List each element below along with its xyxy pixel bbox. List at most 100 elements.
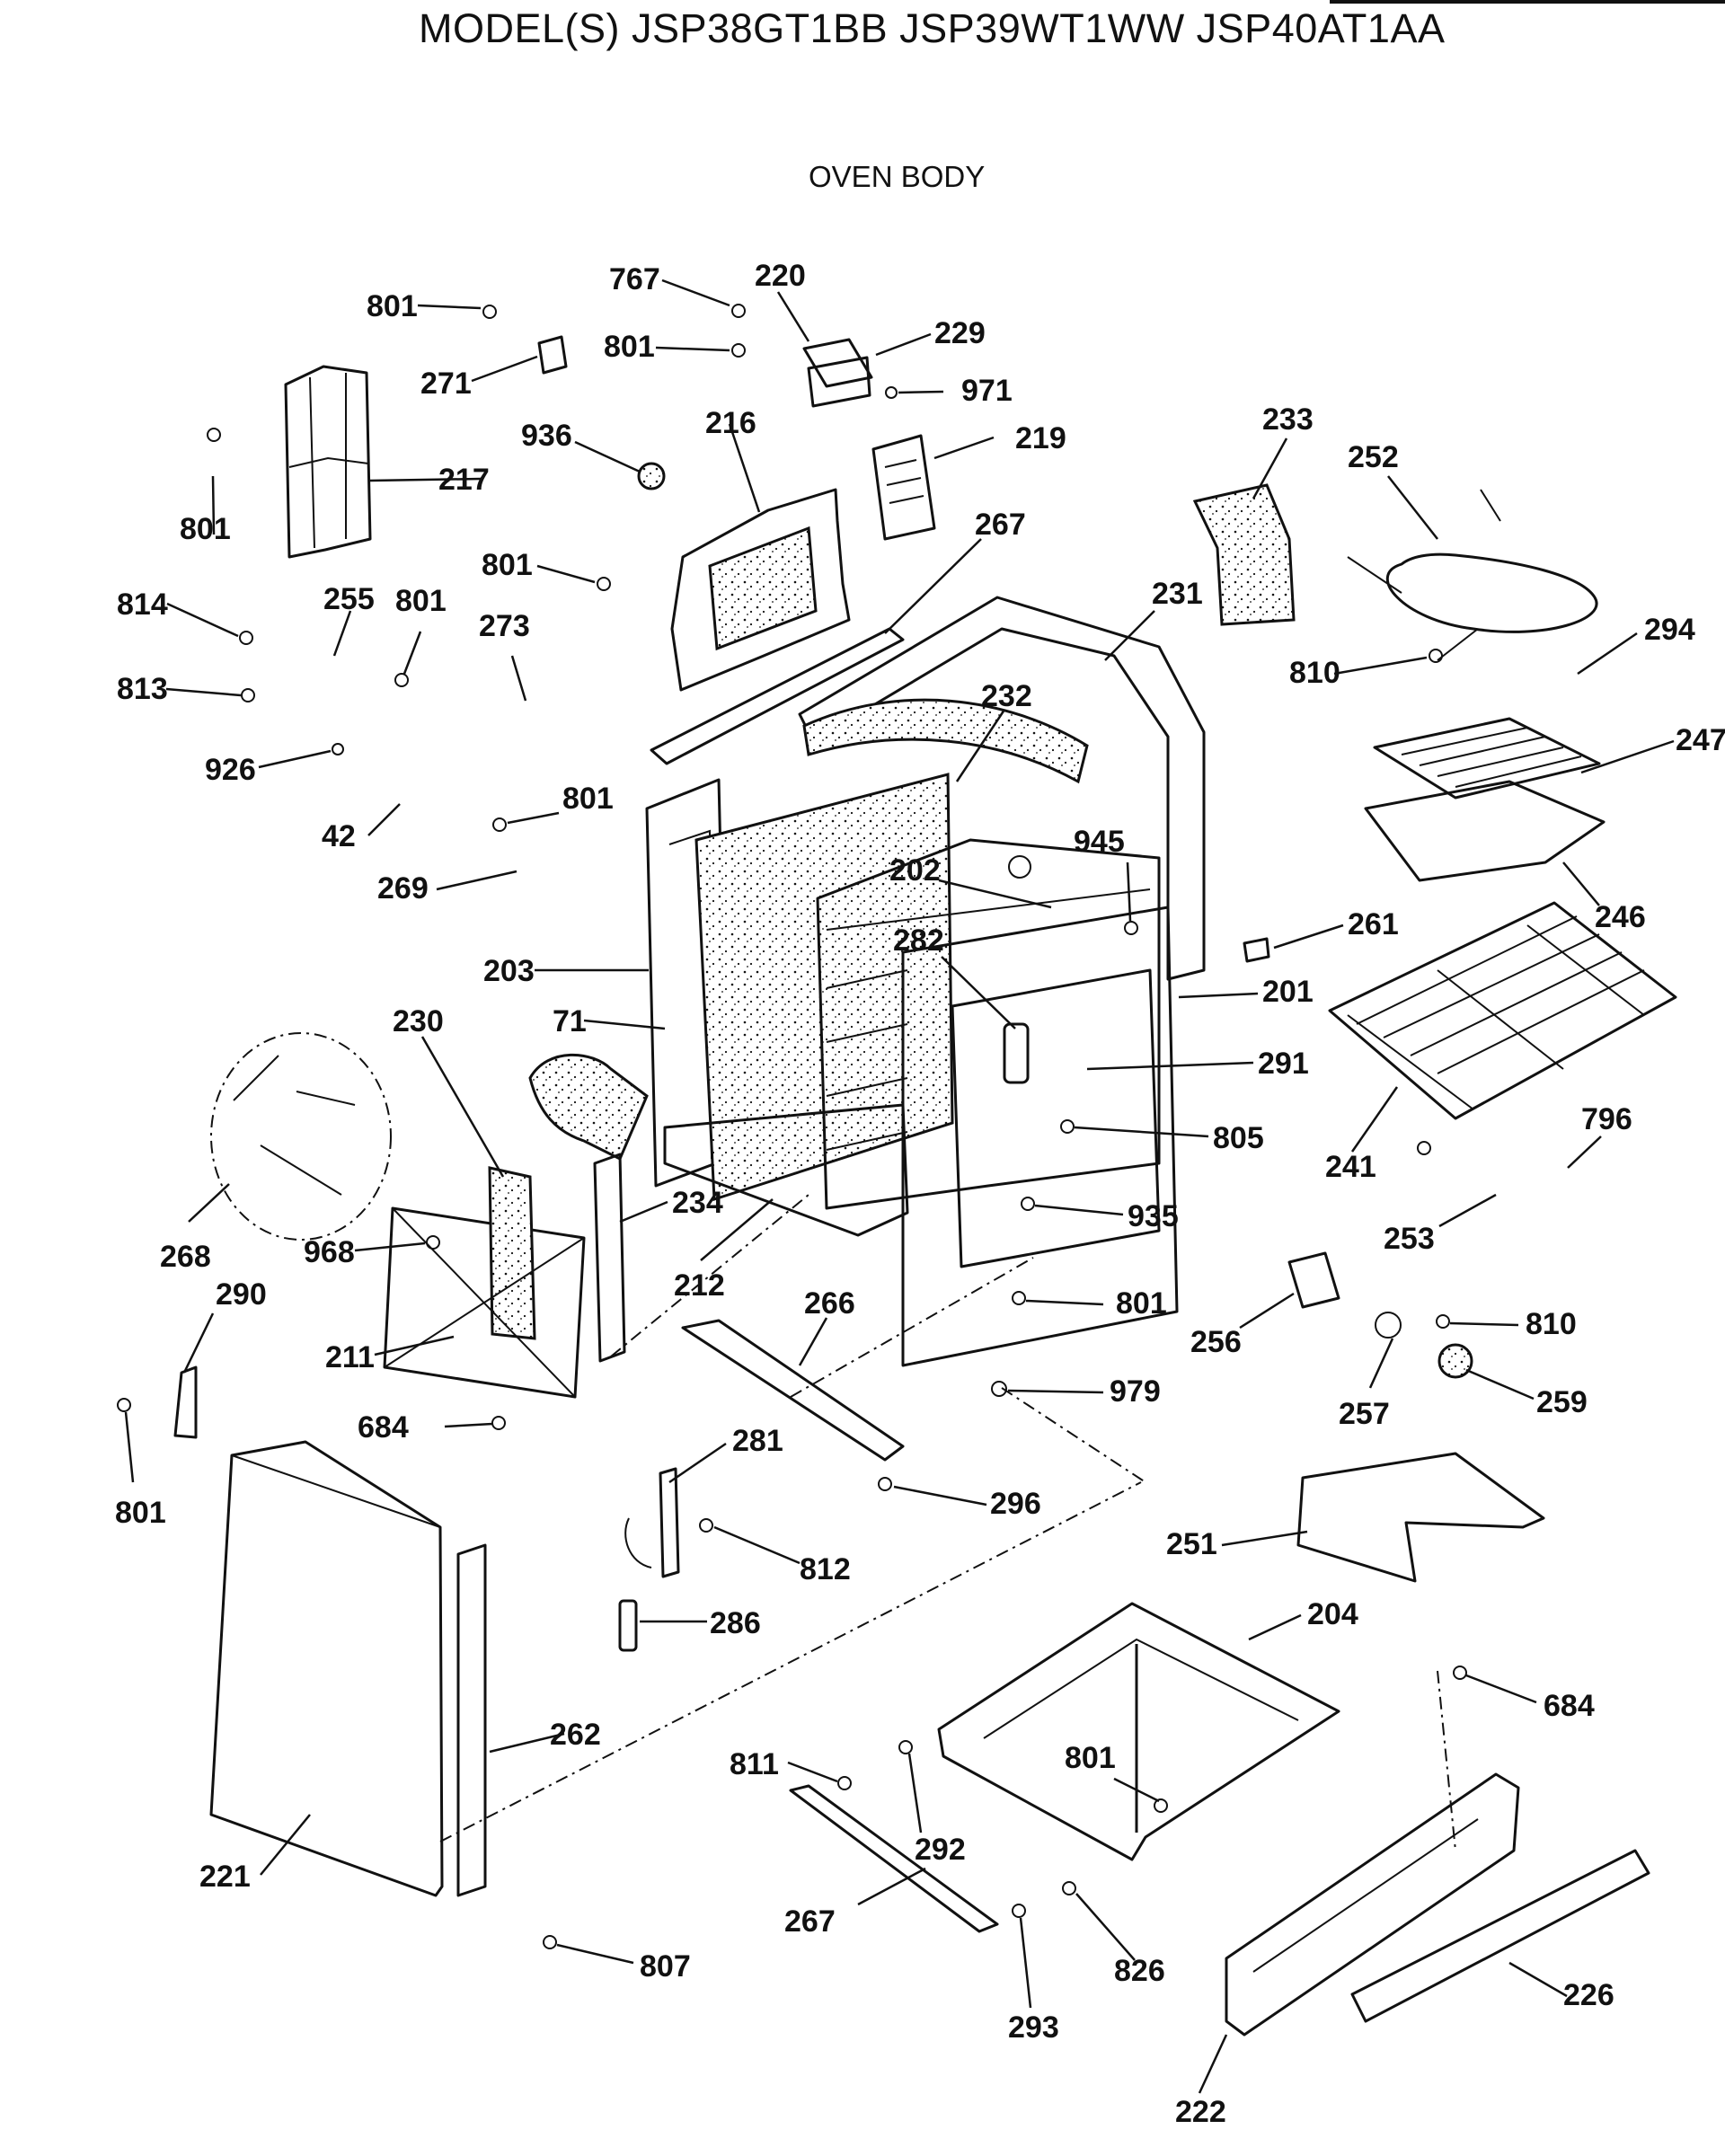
callout-201: 201: [1262, 975, 1314, 1009]
part-219-plate: [871, 434, 936, 541]
part-251-element: [1296, 1452, 1545, 1583]
callout-220: 220: [755, 259, 806, 293]
callout-266: 266: [804, 1286, 855, 1321]
callout-216: 216: [705, 406, 756, 440]
model-title: MODEL(S) JSP38GT1BB JSP39WT1WW JSP40AT1A…: [419, 5, 1446, 51]
callout-labels: 801 767 220 229 801 971 271 936 216 219 …: [115, 259, 1725, 2129]
callout-935: 935: [1128, 1199, 1179, 1233]
callout-801: 801: [604, 330, 655, 364]
part-271-plate: [537, 335, 568, 375]
callout-294: 294: [1644, 613, 1695, 647]
part-217-bracket: [284, 365, 372, 559]
callout-814: 814: [117, 588, 168, 622]
part-261-bulb: [1243, 937, 1270, 963]
callout-293: 293: [1008, 2010, 1059, 2045]
callout-801: 801: [367, 289, 418, 323]
callout-290: 290: [216, 1277, 267, 1312]
callout-222: 222: [1175, 2095, 1226, 2129]
callout-259: 259: [1536, 1385, 1588, 1419]
callout-813: 813: [117, 672, 168, 706]
callout-212: 212: [674, 1268, 725, 1303]
callout-810: 810: [1526, 1307, 1577, 1341]
callout-684: 684: [1544, 1689, 1595, 1723]
callout-71: 71: [553, 1004, 587, 1038]
part-936-grommet: [637, 462, 666, 490]
part-281-hinge: [618, 1467, 680, 1652]
part-220-229-bracket: [802, 338, 873, 408]
callout-229: 229: [934, 316, 986, 350]
callout-273: 273: [479, 609, 530, 643]
callout-767: 767: [609, 262, 660, 296]
callout-251: 251: [1166, 1527, 1217, 1561]
part-256-lamp-assembly: [1287, 1251, 1473, 1379]
part-231-wrapper: [798, 596, 1206, 981]
callout-234: 234: [672, 1186, 723, 1220]
callout-262: 262: [550, 1718, 601, 1752]
callout-217: 217: [438, 463, 490, 497]
callout-267: 267: [784, 1904, 836, 1939]
part-266-rail: [681, 1319, 905, 1462]
callout-230: 230: [393, 1004, 444, 1038]
callout-282: 282: [893, 923, 944, 958]
callout-261: 261: [1348, 907, 1399, 941]
callout-968: 968: [304, 1235, 355, 1269]
callout-203: 203: [483, 954, 535, 988]
callout-246: 246: [1595, 900, 1646, 934]
header-rule: [1330, 0, 1725, 4]
callout-684: 684: [358, 1410, 409, 1445]
part-282-socket: [1003, 1022, 1030, 1084]
callout-286: 286: [710, 1606, 761, 1640]
callout-271: 271: [420, 367, 472, 401]
part-204-drawer: [937, 1602, 1340, 1861]
callout-801: 801: [115, 1496, 166, 1530]
part-267-upper-rail: [650, 627, 905, 765]
section-title: OVEN BODY: [809, 160, 986, 193]
part-234-channel: [528, 1053, 649, 1363]
part-252-element: [1385, 552, 1598, 633]
callout-801: 801: [1116, 1286, 1167, 1321]
callout-292: 292: [915, 1833, 966, 1867]
callout-257: 257: [1339, 1397, 1390, 1431]
callout-255: 255: [323, 582, 375, 616]
part-222-drawer-front: [1225, 1772, 1520, 2037]
part-247-grid: [1373, 717, 1601, 800]
callout-945: 945: [1074, 825, 1125, 859]
part-221-side-panel: [209, 1440, 444, 1897]
part-drawings: [117, 304, 1677, 2037]
callout-253: 253: [1384, 1222, 1435, 1256]
callout-211: 211: [325, 1340, 375, 1374]
callout-204: 204: [1307, 1597, 1358, 1631]
callout-812: 812: [800, 1552, 851, 1586]
part-262-trim: [456, 1543, 487, 1897]
callout-269: 269: [377, 871, 429, 906]
callout-979: 979: [1110, 1374, 1161, 1409]
callout-296: 296: [990, 1487, 1041, 1521]
part-202-cavity: [816, 838, 1161, 1210]
callout-247: 247: [1676, 723, 1725, 757]
callout-291: 291: [1258, 1047, 1309, 1081]
callout-936: 936: [521, 419, 572, 453]
part-211-rear-panel: [383, 1166, 586, 1399]
leader-lines: [124, 278, 1675, 2094]
callout-231: 231: [1152, 577, 1203, 611]
part-246-pan: [1364, 780, 1606, 882]
callout-226: 226: [1563, 1978, 1614, 2012]
callout-221: 221: [199, 1860, 251, 1894]
fasteners: [117, 304, 1467, 1949]
part-201-front-frame: [901, 906, 1179, 1367]
callout-252: 252: [1348, 440, 1399, 474]
part-226-kick-panel: [1350, 1849, 1650, 2023]
callout-801: 801: [1065, 1741, 1116, 1775]
callout-926: 926: [205, 753, 256, 787]
part-268-hardware-group: [210, 1032, 392, 1241]
callout-241: 241: [1325, 1150, 1376, 1184]
callout-971: 971: [961, 374, 1013, 408]
part-232-liner: [694, 773, 954, 1202]
callout-232: 232: [981, 679, 1032, 713]
callout-801: 801: [562, 782, 614, 816]
part-233-duct: [1192, 483, 1296, 626]
callout-268: 268: [160, 1240, 211, 1274]
part-267-lower-rail: [789, 1784, 999, 1933]
